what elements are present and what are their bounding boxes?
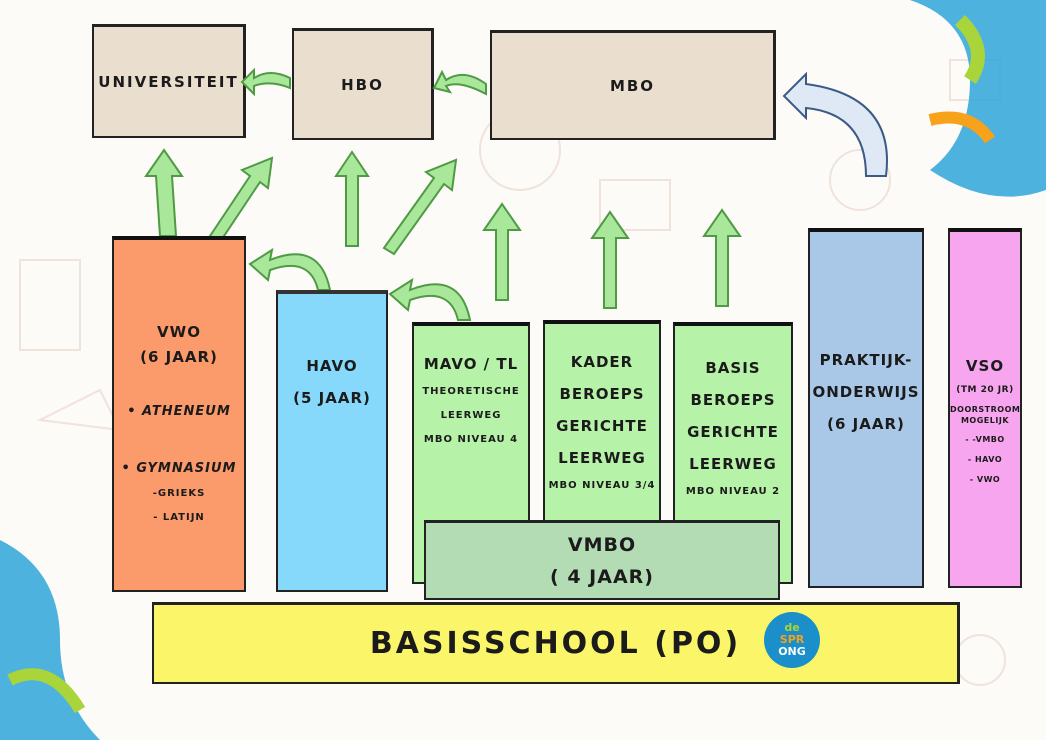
arrow-kader-up [590,210,630,309]
arrow-mavo-to-havo [388,277,472,321]
basisschool-box: BASISSCHOOL (PO) [152,602,960,684]
vmbo-box: VMBO ( 4 JAAR) [424,520,780,600]
universiteit-label: UNIVERSITEIT [98,72,239,91]
logo-line-1: de [784,621,800,634]
vso-item-vmbo: - -VMBO [965,435,1005,444]
vwo-title: VWO [157,323,201,341]
hbo-box: HBO [292,28,434,140]
vso-line-2: MOGELIJK [960,416,1010,425]
kader-line-1: KADER [570,353,634,371]
basis-line-2: BEROEPS [690,391,776,409]
de-sprong-logo: de SPR ONG [764,612,820,668]
vmbo-title: VMBO [567,534,637,556]
praktijk-line-1: PRAKTIJK- [819,351,913,369]
vwo-gymnasium: • GYMNASIUM [121,461,237,476]
kader-line-4: LEERWEG [558,449,646,467]
arrow-mavo-to-hbo [382,158,458,256]
mavo-line-1: THEORETISCHE [422,386,520,397]
mavo-title: MAVO / TL [423,355,519,373]
arrow-praktijk-to-mbo [782,71,888,177]
mavo-line-3: MBO NIVEAU 4 [423,434,519,445]
vso-column: VSO (TM 20 JR) DOORSTROOM MOGELIJK - -VM… [948,228,1022,588]
vso-years: (TM 20 JR) [956,385,1014,395]
vso-line-1: DOORSTROOM [950,405,1021,414]
corner-decoration-bottom-left [0,540,100,740]
arrow-basis-up [702,208,742,307]
mbo-box: MBO [490,30,776,140]
arrow-vwo-up [144,148,184,237]
hbo-label: HBO [341,75,384,94]
arrow-mavo-up [482,202,522,301]
vwo-grieks: -GRIEKS [152,488,206,499]
praktijk-years: (6 JAAR) [827,415,905,433]
arrow-havo-up [334,150,370,247]
vwo-atheneum: • ATHENEUM [127,404,231,419]
logo-line-3: ONG [778,645,806,658]
vwo-column: VWO (6 JAAR) • ATHENEUM • GYMNASIUM -GRI… [112,236,246,592]
arrow-havo-to-vwo [248,247,332,291]
havo-column: HAVO (5 JAAR) [276,290,388,592]
basis-niveau: MBO NIVEAU 2 [685,486,781,497]
vso-title: VSO [965,357,1005,375]
havo-title: HAVO [306,357,358,375]
basis-line-4: LEERWEG [689,455,777,473]
praktijk-line-2: ONDERWIJS [812,383,920,401]
basis-line-3: GERICHTE [687,423,779,441]
vso-item-havo: - HAVO [967,455,1003,464]
vwo-latijn: - LATIJN [153,512,205,523]
kader-line-3: GERICHTE [556,417,648,435]
basisschool-title: BASISSCHOOL (PO) [369,626,742,661]
logo-line-2: SPR [779,633,805,646]
universiteit-box: UNIVERSITEIT [92,24,246,138]
praktijk-column: PRAKTIJK- ONDERWIJS (6 JAAR) [808,228,924,588]
arrow-vwo-to-hbo [208,156,274,244]
basis-line-1: BASIS [705,359,761,377]
kader-line-2: BEROEPS [559,385,645,403]
vmbo-years: ( 4 JAAR) [550,566,654,588]
havo-years: (5 JAAR) [293,389,371,407]
mbo-label: MBO [609,76,656,95]
mavo-line-2: LEERWEG [440,410,502,421]
corner-decoration-top-right [910,0,1046,197]
vwo-years: (6 JAAR) [140,348,218,366]
arrow-hbo-to-universiteit [240,67,291,97]
vso-item-vwo: - VWO [969,475,1001,484]
kader-niveau: MBO NIVEAU 3/4 [548,480,656,491]
arrow-mbo-to-hbo [432,69,487,96]
